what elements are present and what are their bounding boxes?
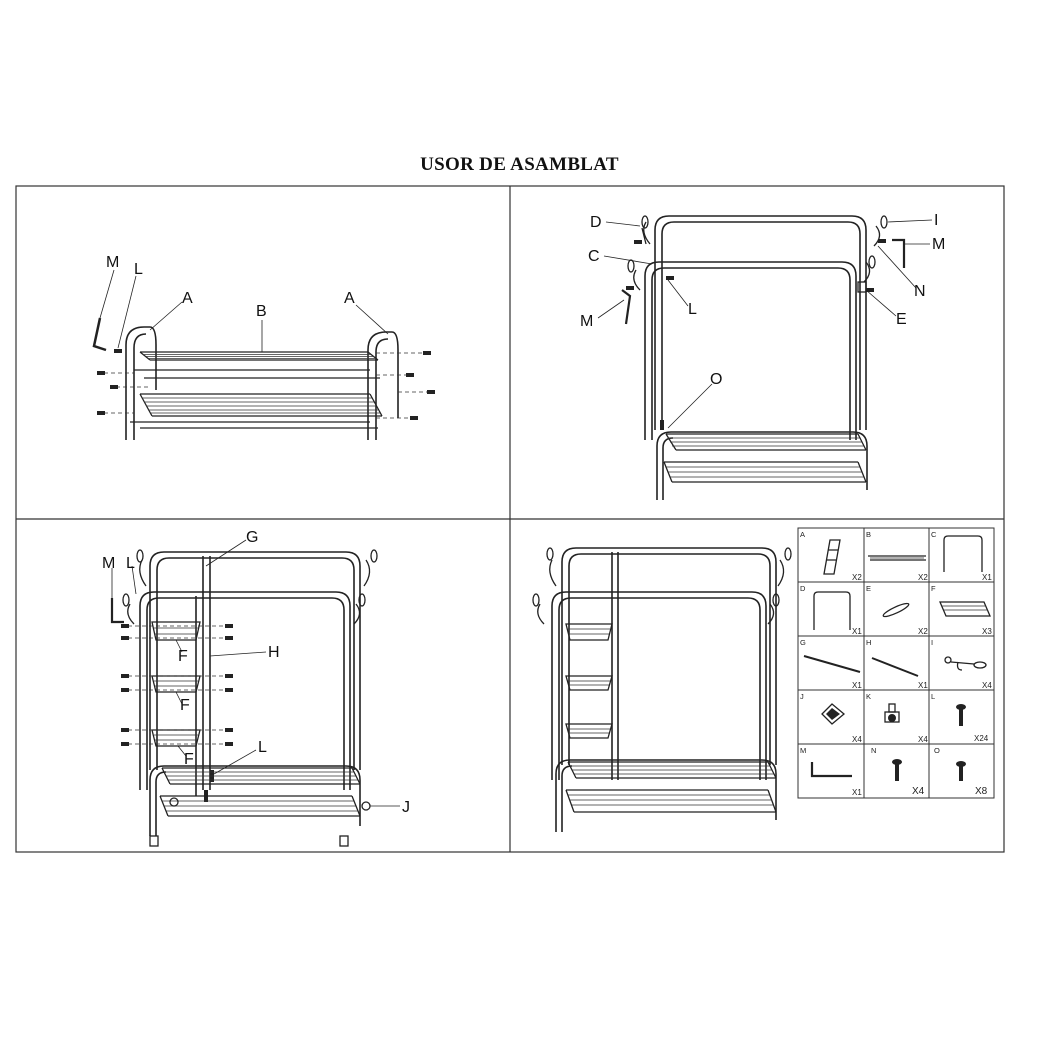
svg-text:G: G [800,638,806,647]
svg-text:C: C [931,530,937,539]
step-1-callouts: M L A B A [99,254,389,352]
svg-text:L: L [931,692,935,701]
part-c: C X1 [931,530,992,582]
part-b: B X2 [866,530,928,582]
svg-text:X4: X4 [918,735,928,744]
panel-grid [15,185,1005,853]
svg-text:X8: X8 [975,786,988,797]
label-l-bottom: L [258,739,267,756]
label-f-1: F [178,648,188,665]
side-shelves-drawing [110,549,378,847]
part-m: M X1 [800,746,862,797]
shoe-shelf-icon [868,555,926,561]
part-k: K X4 [866,692,928,744]
svg-text:X4: X4 [852,735,862,744]
small-shelf-icon [939,601,991,617]
part-g: G X1 [800,638,862,690]
svg-text:X24: X24 [974,734,989,743]
svg-text:F: F [931,584,936,593]
svg-text:X1: X1 [852,627,862,636]
label-f-2: F [180,697,190,714]
step-2-callouts: D I M C N L M E O [580,212,945,429]
label-l: L [134,261,143,278]
part-d: D X1 [800,584,862,636]
part-n: N X4 [871,746,925,797]
step-1-panel: M L A B A [92,254,435,440]
part-i: I X4 [931,638,992,690]
label-m: M [106,254,119,271]
step-3-panel: G M L F H F F L J [102,529,410,847]
part-l: L X24 [931,692,989,743]
svg-text:X1: X1 [918,681,928,690]
svg-text:X1: X1 [852,788,862,797]
svg-text:X1: X1 [852,681,862,690]
label-m-right: M [932,236,945,253]
part-h: H X1 [866,638,928,690]
svg-text:K: K [866,692,871,701]
front-frame-icon [943,535,983,572]
label-h: H [268,644,280,661]
label-n: N [914,283,926,300]
label-m: M [102,555,115,572]
label-j: J [402,799,410,816]
svg-text:J: J [800,692,804,701]
part-o: O X8 [934,746,988,797]
svg-text:X3: X3 [982,627,992,636]
label-a-right: A [344,290,355,307]
svg-text:H: H [866,638,871,647]
caster-wheel-icon [884,703,900,723]
svg-text:A: A [800,530,805,539]
svg-text:X2: X2 [918,627,928,636]
end-frame-icon [823,539,841,575]
finished-rack-drawing [532,547,792,832]
connector-icon [882,602,910,618]
label-m-left: M [580,313,593,330]
step-3-callouts: G M L F H F F L J [102,529,410,816]
part-j: J X4 [800,692,862,744]
svg-text:I: I [931,638,933,647]
frame-assembly-drawing [621,215,906,500]
bolt-icon [892,759,902,781]
label-b: B [256,303,267,320]
label-l: L [688,301,697,318]
svg-text:X4: X4 [982,681,992,690]
svg-text:X1: X1 [982,573,992,582]
svg-text:O: O [934,746,940,755]
parts-list: A X2 B X2 C X1 D X1 E [797,527,995,799]
part-f: F X3 [931,584,992,636]
short-screw-icon [956,761,966,781]
label-a-left: A [182,290,193,307]
label-e: E [896,311,907,328]
long-tube-icon [803,655,861,673]
label-d: D [590,214,602,231]
svg-text:D: D [800,584,806,593]
page-title: USOR DE ASAMBLAT [420,154,619,175]
svg-text:X2: X2 [852,573,862,582]
label-g: G [246,529,258,546]
short-tube-icon [871,657,919,677]
svg-text:M: M [800,746,806,755]
label-i: I [934,212,938,229]
step-4-panel: A X2 B X2 C X1 D X1 E [532,527,995,832]
corner-bracket-icon [821,703,846,725]
label-c: C [588,248,600,265]
svg-text:B: B [866,530,871,539]
step-2-panel: D I M C N L M E O [580,212,945,500]
part-a: A X2 [800,530,862,582]
bottom-shoe-rack-drawing [92,317,435,440]
label-l-top: L [126,555,135,572]
svg-text:X2: X2 [918,573,928,582]
label-f-3: F [184,751,194,768]
svg-text:X4: X4 [912,786,925,797]
label-o: O [710,371,722,388]
hex-key-icon [810,762,852,778]
back-frame-icon [813,591,851,630]
part-e: E X2 [866,584,928,636]
hook-icon [944,656,987,671]
svg-text:E: E [866,584,871,593]
svg-text:N: N [871,746,876,755]
screw-icon [956,704,966,726]
